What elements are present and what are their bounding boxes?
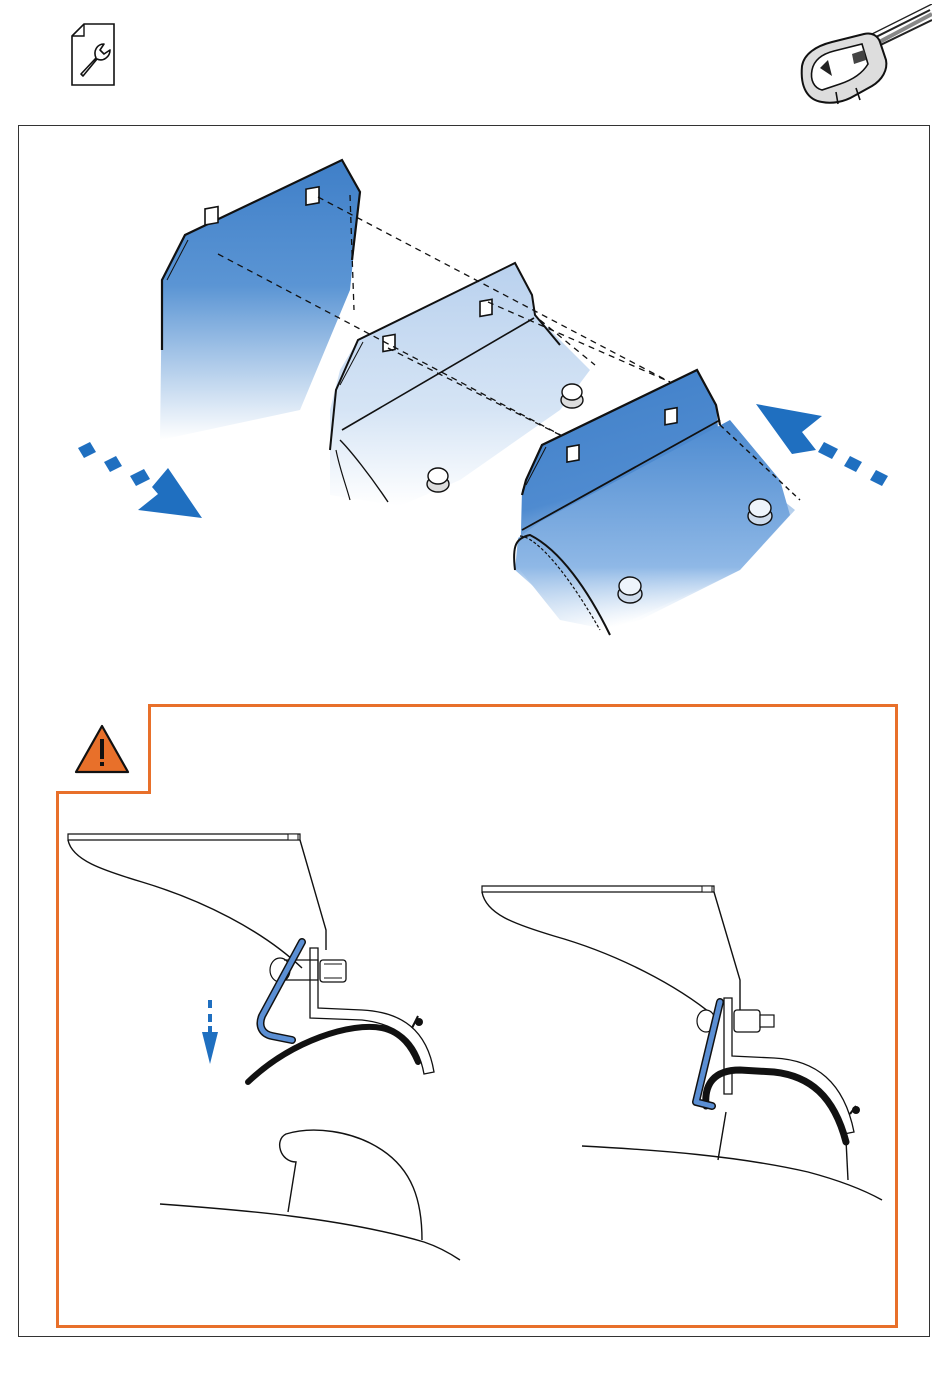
arrow-left-in [78, 442, 202, 518]
document-wrench-icon [68, 22, 118, 88]
warning-tab [56, 704, 151, 794]
roof-rack-foot-icon [792, 4, 932, 112]
arrow-right-in [756, 404, 888, 486]
incorrect-mounting-diagram [62, 820, 482, 1280]
arrow-down-dashed [202, 1000, 218, 1064]
pad-back [160, 160, 360, 440]
correct-mounting-diagram [478, 870, 894, 1230]
warning-triangle-icon [56, 704, 148, 791]
pad-assembly-illustration [40, 150, 920, 650]
